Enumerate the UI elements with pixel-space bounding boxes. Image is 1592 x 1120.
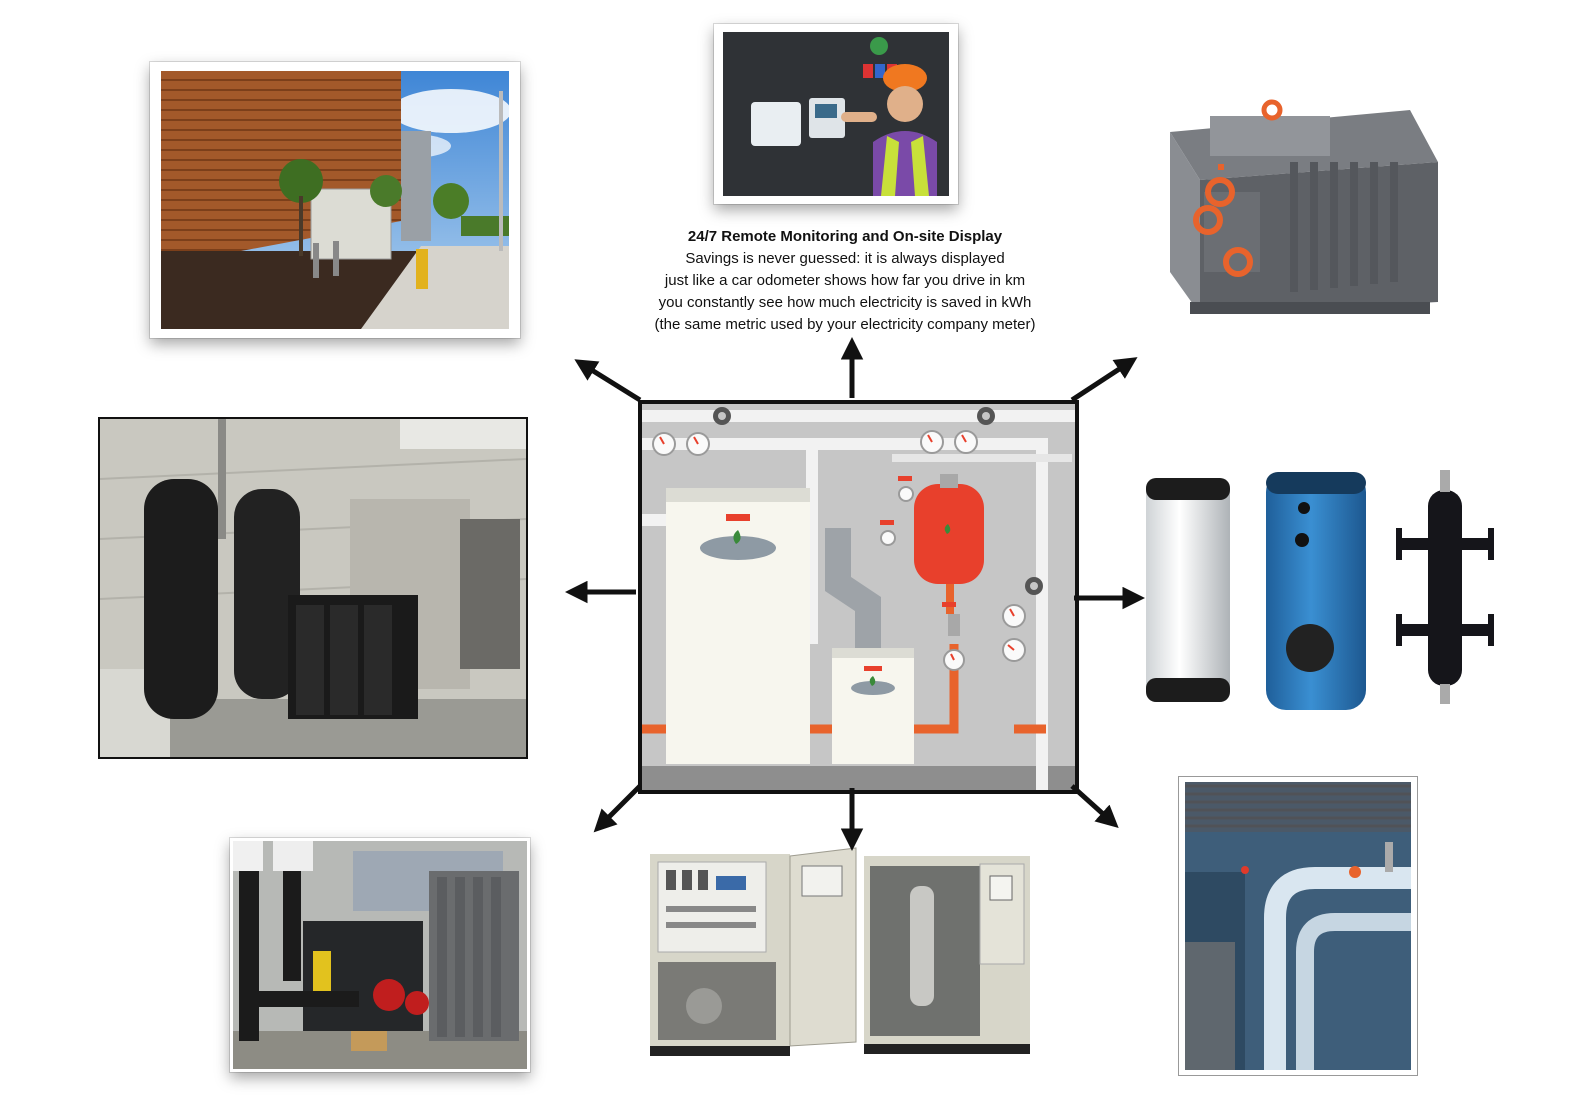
caption-line-3: you constantly see how much electricity … xyxy=(658,294,1032,311)
photo-rooftop-pipes xyxy=(1178,776,1418,1076)
arrow-icon xyxy=(574,359,642,403)
photo-storage-tanks xyxy=(98,417,528,759)
photo-building-exterior xyxy=(150,62,520,338)
caption-line-4: (the same metric used by your electricit… xyxy=(654,316,1036,333)
gauge-icon xyxy=(652,430,1026,671)
caption-line-1: Savings is never guessed: it is always d… xyxy=(685,250,1005,267)
arrow-icon xyxy=(593,784,642,833)
boiler-room-schematic xyxy=(638,400,1079,794)
valve-icon xyxy=(880,476,956,607)
photo-buffer-tanks xyxy=(1140,468,1506,716)
photo-absorption-chiller xyxy=(1160,92,1448,324)
leaf-icon xyxy=(733,530,741,544)
photo-boiler-room xyxy=(230,838,530,1072)
arrow-icon xyxy=(1070,357,1138,403)
photo-control-cabinets xyxy=(644,846,1040,1062)
caption-title: 24/7 Remote Monitoring and On-site Displ… xyxy=(687,228,1003,245)
remote-monitoring-caption: 24/7 Remote Monitoring and On-site Displ… xyxy=(600,226,1090,336)
photo-technician-display xyxy=(714,24,958,204)
caption-line-2: just like a car odometer shows how far y… xyxy=(664,272,1026,289)
